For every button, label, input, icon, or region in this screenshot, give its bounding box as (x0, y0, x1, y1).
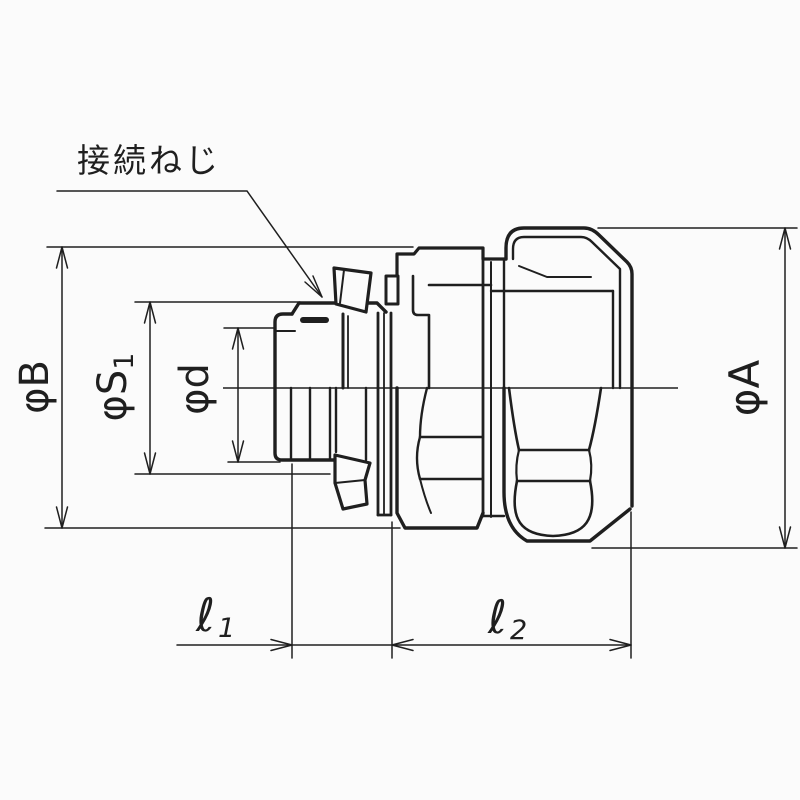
arrow-up (143, 301, 157, 324)
thread-lines (289, 386, 332, 461)
arrow-right (270, 638, 293, 652)
dim-phi-s1-lines (134, 301, 331, 475)
arrow-down (55, 506, 69, 529)
dim-phi-d-lines (223, 327, 281, 463)
gland-nut (395, 246, 508, 530)
arrow-down (231, 440, 245, 463)
arrow-right (609, 638, 632, 652)
arrow-up (55, 246, 69, 269)
dimension-lines (44, 190, 798, 659)
dim-length-lines (176, 463, 632, 659)
arrow-down (143, 452, 157, 475)
stop-lug (384, 274, 400, 306)
dim-phi-a-lines (591, 227, 798, 549)
leader-line (56, 190, 323, 298)
separator-washer (376, 311, 393, 517)
arrow-down (778, 526, 792, 549)
dim-phi-b-lines (44, 246, 414, 529)
arrow-up (231, 327, 245, 350)
thread-section (273, 301, 388, 462)
clamp-wing-top (332, 266, 373, 314)
dim-label-phi-b: φB (12, 360, 58, 414)
coupling-nut (489, 226, 634, 543)
dim-label-phi-s1: φS1 (90, 353, 140, 422)
dim-label-phi-d: φd (172, 363, 218, 415)
leader-arrowhead (304, 275, 323, 298)
connector-body (273, 226, 634, 543)
annotation-connection-thread: 接続ねじ (77, 141, 221, 180)
dim-label-phi-a: φA (720, 360, 769, 417)
arrow-up (778, 227, 792, 250)
clamp-wing-bottom (333, 453, 372, 511)
arrow-left (391, 638, 414, 652)
